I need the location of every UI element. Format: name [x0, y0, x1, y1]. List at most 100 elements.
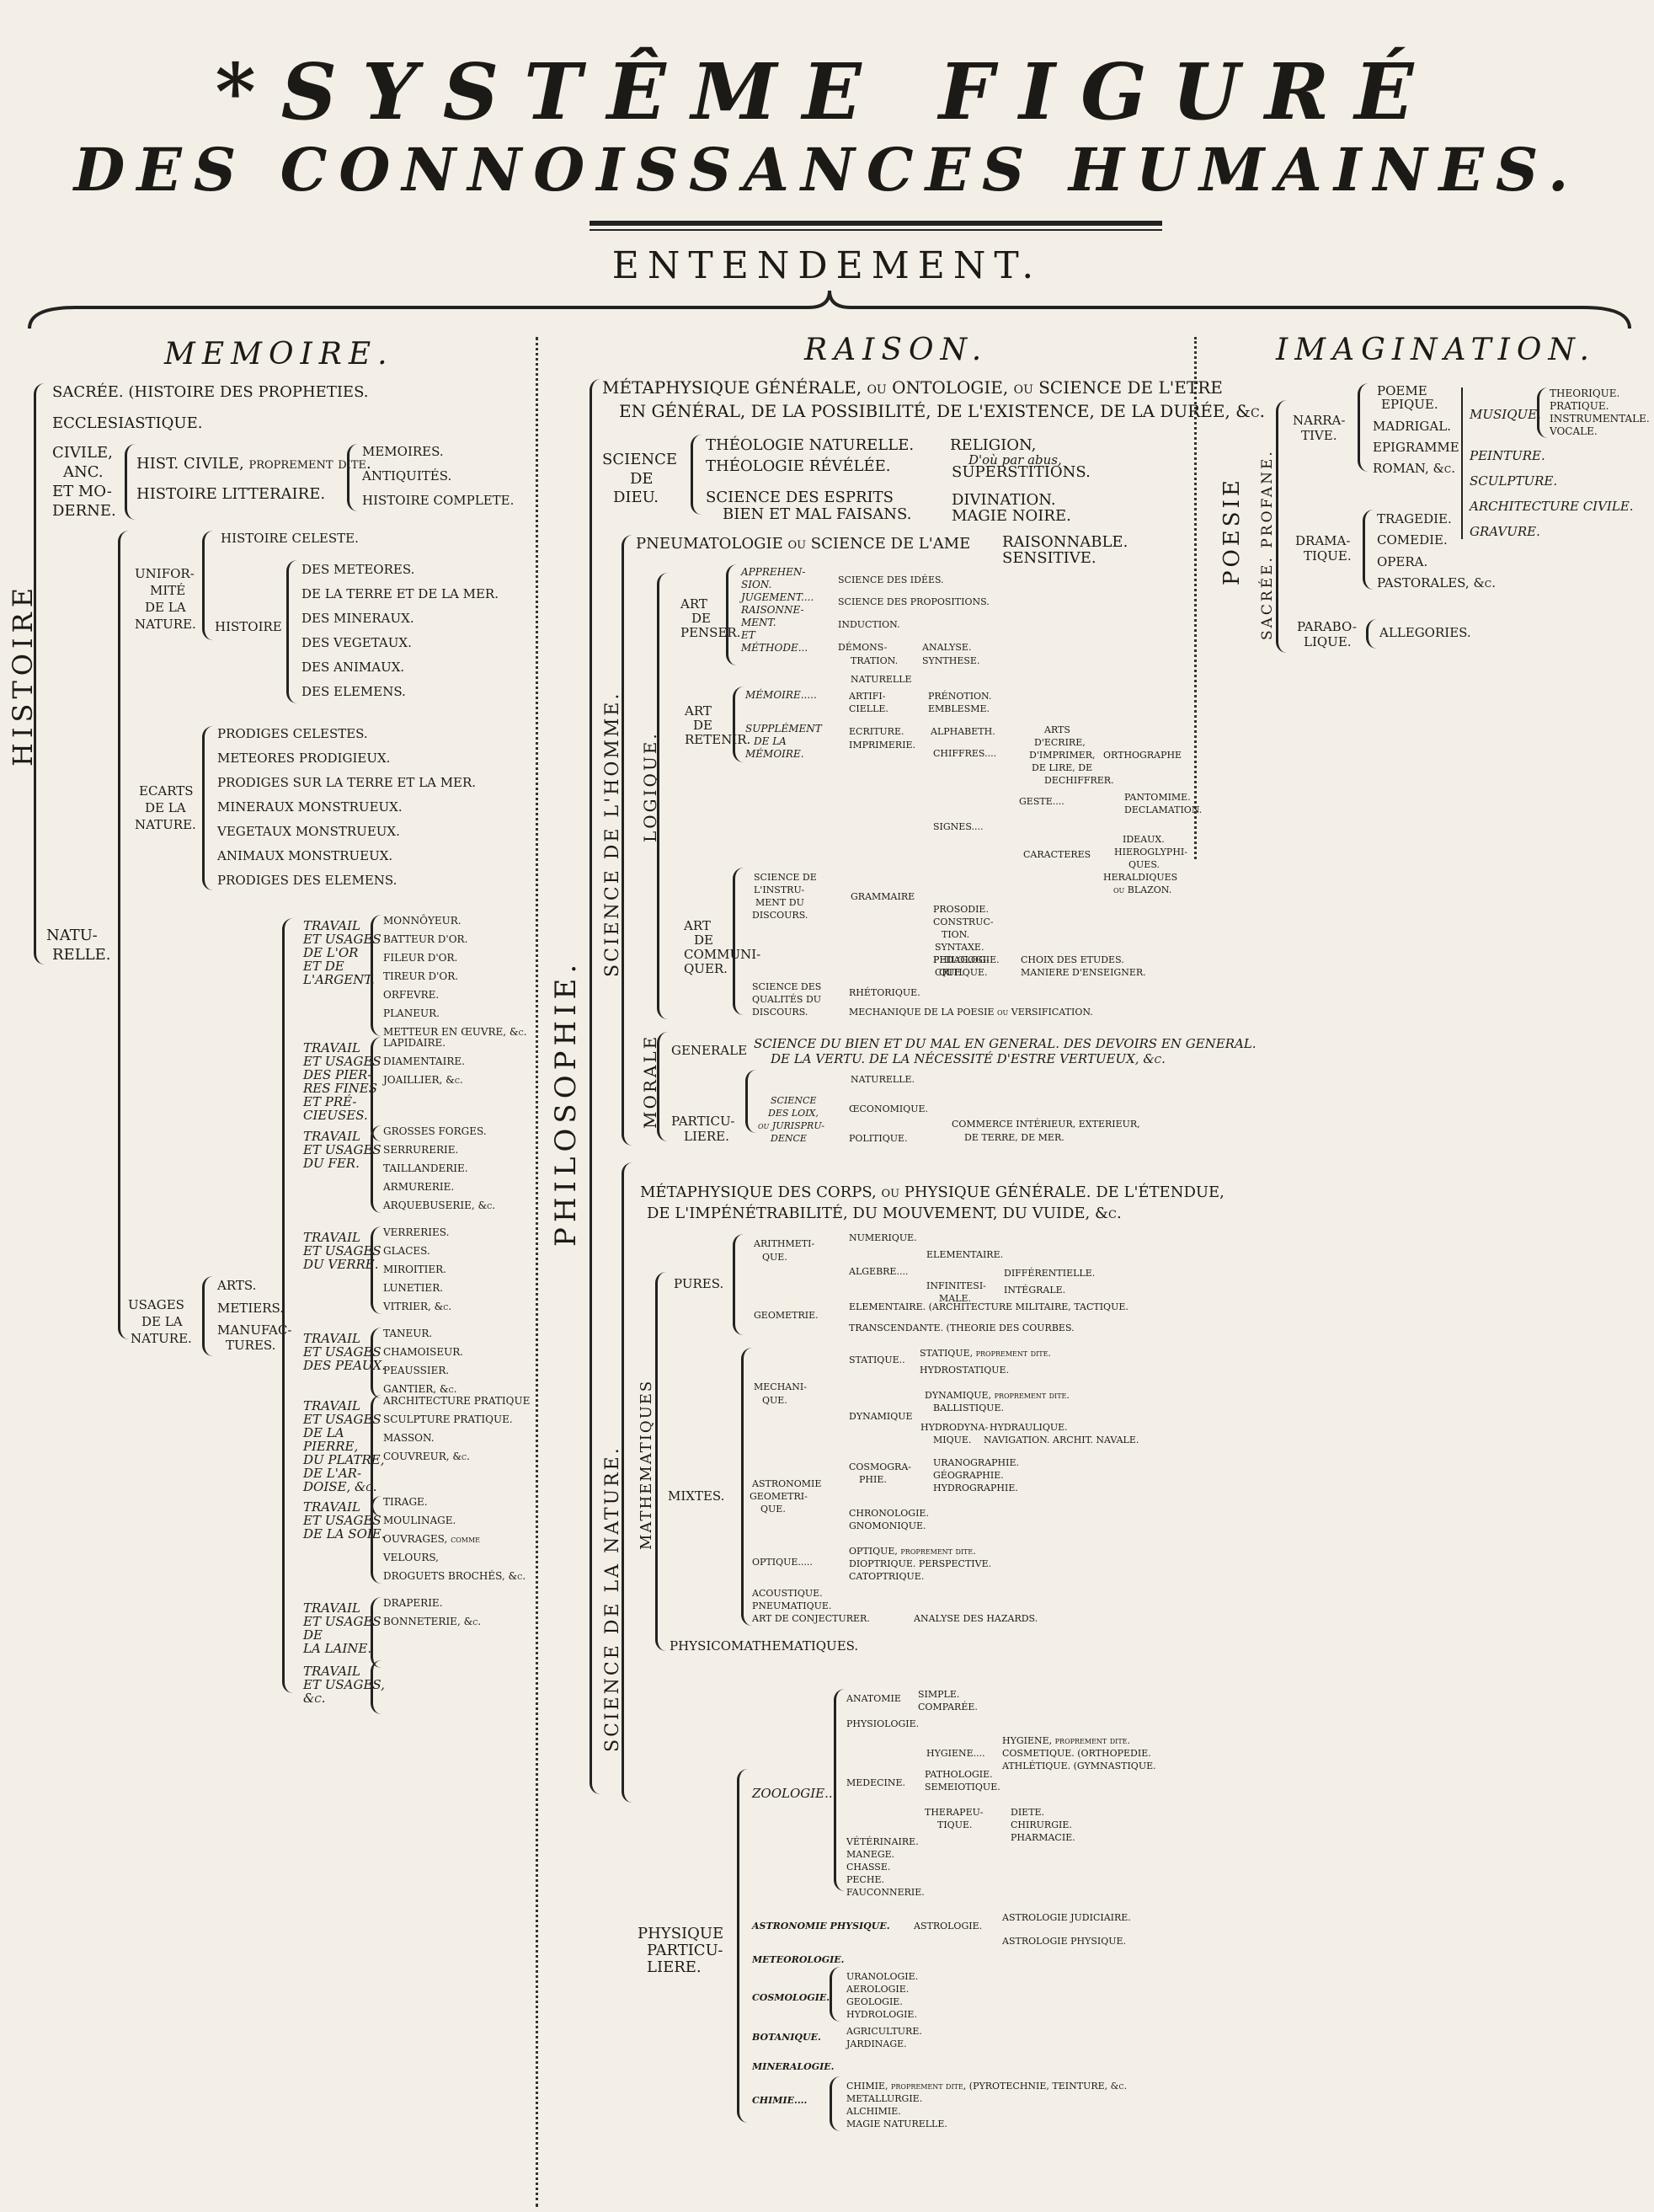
- usages-item: METIERS.: [217, 1301, 284, 1316]
- communiquer-item: IDEAUX.: [1123, 834, 1165, 845]
- retenir-out: CHIFFRES....: [933, 748, 997, 759]
- travail-label: ET USAGES,: [303, 1677, 385, 1692]
- zoologie-item: FAUCONNERIE.: [846, 1887, 925, 1898]
- zoologie: ZOOLOGIE...: [752, 1786, 837, 1801]
- civile-brace: [125, 444, 136, 520]
- ecarts-item: PRODIGES SUR LA TERRE ET LA MER.: [217, 775, 477, 790]
- travail-item: CHAMOISEUR.: [383, 1346, 464, 1358]
- physique-item: COSMOLOGIE.: [752, 1992, 830, 2003]
- usages-brace: [202, 1276, 213, 1356]
- ecarts-brace: [202, 726, 213, 890]
- physique-item: ASTRONOMIE PHYSIQUE.: [752, 1921, 890, 1931]
- nature-brace: [622, 1162, 632, 1803]
- communiquer-item: TION.: [942, 929, 970, 940]
- physique-item: ALCHIMIE.: [846, 2106, 901, 2117]
- travail-label: DE L'AR-: [303, 1466, 362, 1481]
- physique-part: PARTICU-: [647, 1942, 723, 1959]
- travail-brace: [371, 1660, 381, 1714]
- dramatique-item: TRAGEDIE.: [1377, 511, 1452, 526]
- civile-item: HISTOIRE COMPLETE.: [362, 493, 515, 508]
- generale: GENERALE: [671, 1043, 748, 1058]
- civile-item: MEMOIRES.: [362, 444, 444, 459]
- narrative-brace: [1358, 383, 1369, 472]
- art-penser-label: PENSER.: [680, 625, 741, 640]
- retenir-out: DE LIRE, DE: [1032, 762, 1093, 773]
- travail-brace: [371, 1597, 381, 1668]
- retenir-item: MÉMOIRE.....: [745, 689, 817, 701]
- column-divider-right: [1194, 337, 1197, 859]
- travail-item: GROSSES FORGES.: [383, 1125, 487, 1137]
- pneumatologie: PNEUMATOLOGIE ou SCIENCE DE L'AME: [636, 535, 971, 553]
- travail-item: DIAMENTAIRE.: [383, 1055, 465, 1067]
- ecarts-item: VEGETAUX MONSTRUEUX.: [217, 824, 400, 839]
- physique-item: GEOLOGIE.: [846, 1996, 903, 2007]
- communiquer-item: MECHANIQUE DE LA POESIE ou VERSIFICATION…: [849, 1007, 1093, 1018]
- travail-item: ARQUEBUSERIE, &c.: [383, 1200, 496, 1211]
- art-communiquer-label: DE: [694, 932, 713, 948]
- mixtes-item: COSMOGRA-: [849, 1461, 911, 1472]
- physique-generale: MÉTAPHYSIQUE DES CORPS, ou PHYSIQUE GÉNÉ…: [640, 1183, 1224, 1201]
- zoologie-item: PECHE.: [846, 1874, 884, 1885]
- mixtes-item: DIOPTRIQUE. PERSPECTIVE.: [849, 1558, 992, 1569]
- physique-item: MAGIE NATURELLE.: [846, 2118, 947, 2129]
- mixtes-item: HYDROSTATIQUE.: [920, 1365, 1010, 1376]
- narrative-item: POEME: [1377, 383, 1427, 398]
- communiquer-item: SCIENCE DES: [752, 981, 822, 992]
- theologie: THÉOLOGIE RÉVÉLÉE.: [706, 457, 891, 475]
- homme-brace: [622, 535, 632, 1146]
- travail-label: L'ARGENT.: [303, 972, 375, 987]
- morale-brace: [657, 1032, 668, 1141]
- communiquer-item: DECLAMATION.: [1124, 804, 1203, 815]
- mixtes-item: CATOPTRIQUE.: [849, 1571, 925, 1582]
- penser-out: SYNTHESE.: [922, 655, 980, 666]
- mixtes-item: URANOGRAPHIE.: [933, 1457, 1020, 1468]
- art-communiquer-label: ART: [684, 918, 711, 933]
- travail-label: &c.: [303, 1691, 326, 1706]
- zoologie-item: VÉTÉRINAIRE.: [846, 1836, 919, 1847]
- communiquer-item: GRAMMAIRE: [851, 891, 915, 902]
- memoire-head: MEMOIRE.: [164, 337, 394, 371]
- usages-3: NATURE.: [131, 1331, 192, 1346]
- art-penser-label: ART: [680, 596, 707, 612]
- mixtes-item: GNOMONIQUE.: [849, 1520, 926, 1531]
- retenir-out: ALPHABETH.: [931, 726, 995, 737]
- uniformite-1: UNIFOR-: [135, 566, 195, 581]
- arts-divider: [1461, 387, 1463, 539]
- retenir-item: SUPPLÉMENT: [745, 723, 822, 735]
- communiquer-item: ou BLAZON.: [1113, 884, 1172, 895]
- pures-brace: [733, 1234, 744, 1335]
- musique-item: INSTRUMENTALE.: [1550, 413, 1650, 425]
- retenir-out: ECRITURE.: [849, 726, 904, 737]
- communiquer-item: HERALDIQUES: [1103, 872, 1178, 883]
- travail-label: ET USAGES: [303, 1054, 381, 1069]
- column-divider-left: [536, 337, 538, 2207]
- mixtes-item: HYDROGRAPHIE.: [933, 1483, 1018, 1493]
- penser-item: APPREHEN-: [741, 566, 806, 578]
- zoologie-item: DIETE.: [1011, 1807, 1045, 1818]
- physique-part: LIERE.: [647, 1958, 702, 1976]
- penser-item: RAISONNE-: [741, 604, 804, 616]
- mixtes-item: MECHANI-: [754, 1381, 807, 1392]
- zoologie-item: CHIRURGIE.: [1011, 1819, 1072, 1830]
- travail-label: DU VERRE.: [303, 1257, 379, 1272]
- metaphysique-1: MÉTAPHYSIQUE GÉNÉRALE, ou ONTOLOGIE, ou …: [602, 377, 1223, 398]
- ecarts-item: ANIMAUX MONSTRUEUX.: [217, 848, 393, 863]
- mathematiques-label: MATHEMATIQUES: [638, 1379, 655, 1550]
- physique-item: METEOROLOGIE.: [752, 1954, 845, 1965]
- mixtes-item: STATIQUE, proprement dite.: [920, 1348, 1051, 1359]
- science-homme-label: SCIENCE DE L'HOMME.: [602, 691, 623, 977]
- travail-label: TRAVAIL: [303, 1129, 360, 1144]
- retenir-out: D'ECRIRE,: [1034, 737, 1086, 748]
- particuliere-item: ou JURISPRU-: [758, 1120, 825, 1131]
- travail-brace: [371, 1226, 381, 1314]
- travail-item: BATTEUR D'OR.: [383, 933, 468, 945]
- physique-item: URANOLOGIE.: [846, 1971, 919, 1982]
- travail-item: TIREUR D'OR.: [383, 970, 459, 982]
- travail-label: TRAVAIL: [303, 918, 360, 933]
- zoologie-item: SIMPLE.: [918, 1689, 960, 1700]
- travail-label: ET USAGES: [303, 1142, 381, 1157]
- travail-item: GANTIER, &c.: [383, 1383, 457, 1395]
- travail-label: DE LA SOIE.: [303, 1526, 386, 1541]
- mixtes-item: NAVIGATION. ARCHIT. NAVALE.: [984, 1435, 1139, 1445]
- communiquer-item: DISCOURS.: [752, 910, 808, 921]
